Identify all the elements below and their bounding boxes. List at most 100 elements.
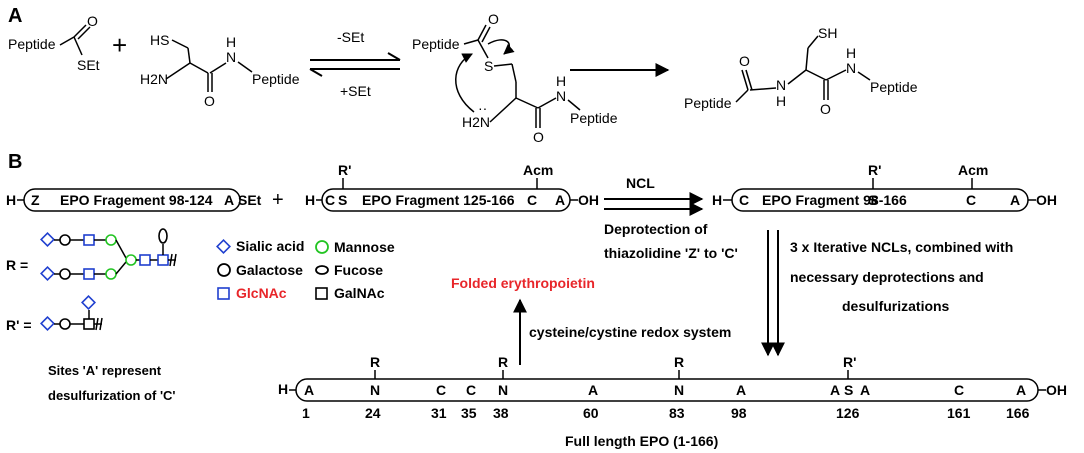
product-peptide-left: Peptide — [684, 95, 732, 111]
frag3-r-prime: R' — [868, 162, 881, 178]
frag2-h: H — [305, 192, 315, 208]
full-length-epo: H OH A N C C N A N A A S A C A R R R R' … — [278, 354, 1067, 449]
frag3-oh: OH — [1036, 192, 1057, 208]
panel-label-b: B — [8, 151, 22, 173]
legend-fucose: Fucose — [334, 262, 383, 278]
product-oxygen-2: O — [820, 101, 831, 117]
cysteine-peptide-structure: HS H2N O H N Peptide — [140, 32, 300, 109]
position-83: 83 — [669, 405, 685, 421]
substituent-24: R — [370, 354, 380, 370]
forward-label: -SEt — [337, 29, 364, 45]
diamond-icon — [216, 239, 231, 254]
full-length-label: Full length EPO (1-166) — [565, 433, 718, 449]
residue-161: C — [954, 382, 964, 398]
glycan-structures: R = R' = Sites — [6, 228, 177, 403]
frag2-acm: Acm — [523, 162, 553, 178]
frag2-oh: OH — [578, 192, 599, 208]
equilibrium-arrows: -SEt +SEt — [309, 29, 401, 99]
fragment-98-124: H Z EPO Fragement 98-124 A SEt — [6, 188, 262, 212]
residue-1: A — [304, 382, 314, 398]
iterative-line-3: desulfurizations — [842, 298, 950, 314]
frag2-r-prime: R' — [338, 162, 351, 178]
position-98: 98 — [731, 405, 747, 421]
thioester-structure: Peptide O SEt — [8, 13, 100, 73]
folding-arrow: Folded erythropoietin cysteine/cystine r… — [451, 275, 731, 365]
square-icon — [217, 287, 230, 300]
deprotection-line-1: Deprotection of — [604, 221, 708, 237]
position-38: 38 — [493, 405, 509, 421]
position-1: 1 — [302, 405, 310, 421]
position-24: 24 — [365, 405, 381, 421]
iterative-ncl-arrows: 3 x Iterative NCLs, combined with necess… — [761, 230, 1013, 357]
ellipse-icon — [315, 265, 329, 275]
frag3-c2: C — [966, 192, 976, 208]
position-166: 166 — [1006, 405, 1030, 421]
residue-125: A — [830, 382, 840, 398]
position-31: 31 — [431, 405, 447, 421]
residue-31: C — [436, 382, 446, 398]
product-oxygen-1: O — [739, 53, 750, 69]
legend-galnac: GalNAc — [334, 285, 385, 301]
cys-amide-h: H — [226, 34, 236, 50]
frag2-label: EPO Fragment 125-166 — [362, 192, 515, 208]
reverse-label: +SEt — [340, 83, 371, 99]
intermediate-amide-n: N — [556, 88, 566, 104]
frag3-s: S — [868, 192, 877, 208]
position-60: 60 — [583, 405, 599, 421]
full-oh: OH — [1046, 382, 1067, 398]
residue-24: N — [370, 382, 380, 398]
frag3-c: C — [739, 192, 749, 208]
position-126: 126 — [836, 405, 860, 421]
frag3-label: EPO Fragment 98-166 — [762, 192, 907, 208]
circle-icon — [315, 240, 329, 254]
legend-galactose: Galactose — [236, 262, 303, 278]
intermediate-carbonyl-oxygen: O — [533, 129, 544, 145]
iterative-line-1: 3 x Iterative NCLs, combined with — [790, 239, 1013, 255]
residue-126: S — [844, 382, 853, 398]
cys-peptide-label: Peptide — [252, 71, 300, 87]
glycan-r-label: R = — [6, 257, 28, 273]
full-h: H — [278, 381, 288, 397]
product-nh-n: N — [776, 77, 786, 93]
glycan-r-prime-label: R' = — [6, 317, 32, 333]
plus-sign-a: + — [112, 30, 127, 60]
substituent-83: R — [674, 354, 684, 370]
frag1-label: EPO Fragement 98-124 — [60, 192, 213, 208]
intermediate-peptide-label: Peptide — [412, 36, 460, 52]
position-161: 161 — [947, 405, 971, 421]
sites-note-line-1: Sites 'A' represent — [48, 363, 162, 378]
cys-amide-n: N — [226, 49, 236, 65]
deprotection-line-2: thiazolidine 'Z' to 'C' — [604, 245, 738, 261]
product-sh: SH — [818, 25, 837, 41]
folded-erythropoietin-label: Folded erythropoietin — [451, 275, 595, 291]
redox-system-label: cysteine/cystine redox system — [529, 324, 731, 340]
intermediate-nh2: H2N — [462, 114, 490, 130]
residue-35: C — [466, 382, 476, 398]
frag3-a: A — [1010, 192, 1020, 208]
frag1-h: H — [6, 192, 16, 208]
square-icon — [315, 287, 328, 300]
ligated-product-structure: Peptide O N H SH O H N Peptide — [684, 25, 918, 117]
iterative-line-2: necessary deprotections and — [790, 269, 984, 285]
glycan-legend: Sialic acid Mannose Galactose Fucose Glc… — [216, 238, 395, 301]
full-length-chain — [295, 378, 1039, 402]
intermediate-sulfur: S — [484, 58, 493, 74]
fragment-98-166: R' Acm H C EPO Fragment 98-166 S C A OH — [712, 162, 1057, 212]
residue-83: N — [674, 382, 684, 398]
frag1-a: A — [224, 192, 234, 208]
intermediate-peptide2-label: Peptide — [570, 110, 618, 126]
frag2-s: S — [338, 192, 347, 208]
product-peptide-right: Peptide — [870, 79, 918, 95]
frag3-h: H — [712, 192, 722, 208]
circle-icon — [217, 263, 231, 277]
product-amide-h: H — [846, 45, 856, 61]
intermediate-lone-pair: ·· — [478, 100, 487, 116]
residue-166: A — [1016, 382, 1026, 398]
cys-sh-label: HS — [150, 32, 169, 48]
residue-60: A — [588, 382, 598, 398]
substituent-126: R' — [843, 354, 856, 370]
thioester-intermediate-structure: Peptide O S ·· H2N O H N Peptide — [412, 11, 618, 145]
ncl-label: NCL — [626, 175, 655, 191]
ncl-arrows: NCL Deprotection of thiazolidine 'Z' to … — [604, 175, 738, 261]
